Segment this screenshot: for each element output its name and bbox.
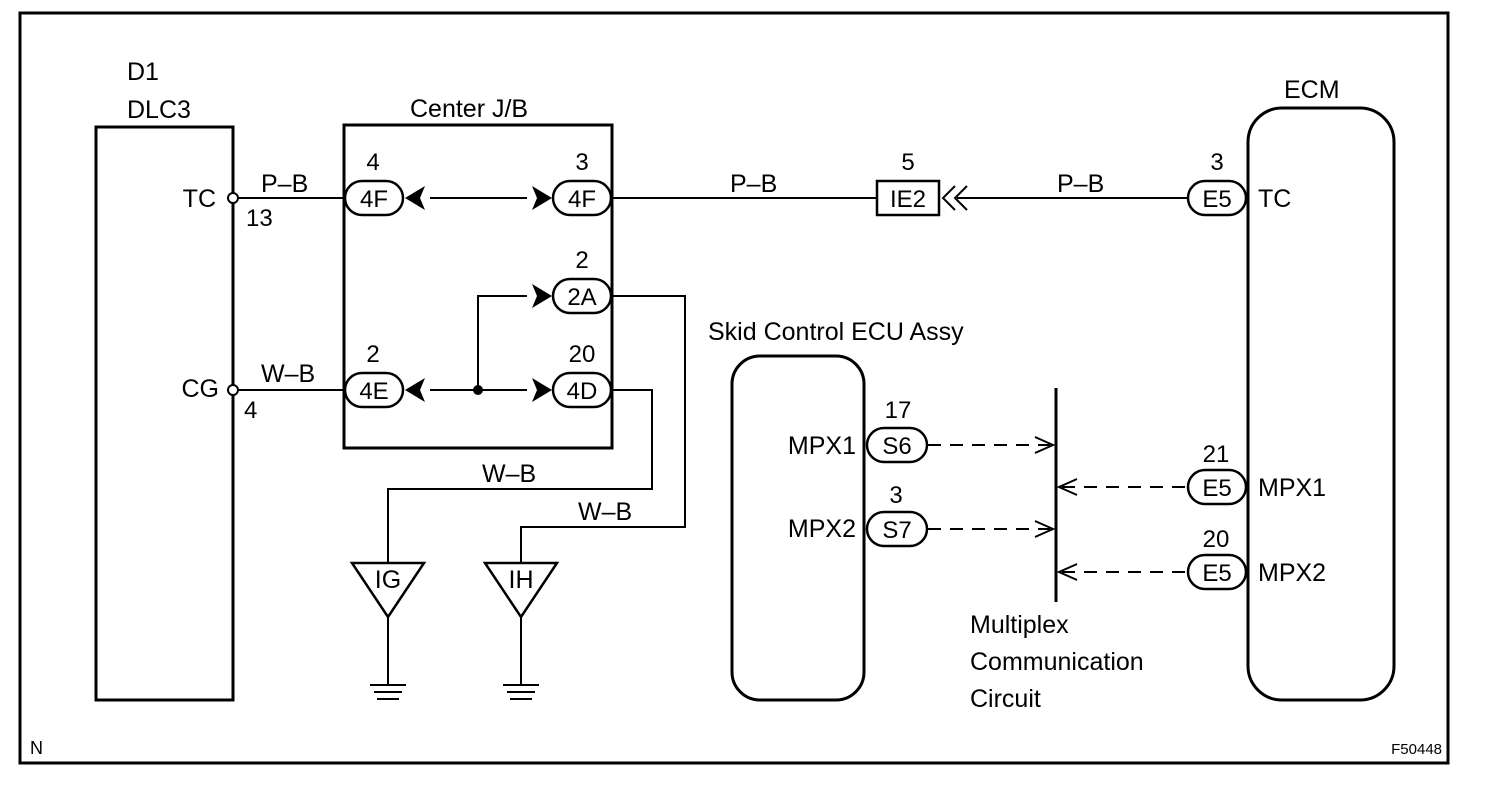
wire-label-pb-3: P–B xyxy=(1057,170,1104,198)
connector-pin-number: 20 xyxy=(1203,526,1230,553)
connector-pill xyxy=(865,510,929,548)
ecm-box xyxy=(1246,106,1396,702)
connector-pill xyxy=(865,426,929,464)
corner-mark-left: N xyxy=(30,738,43,758)
connector-code: 2A xyxy=(567,284,596,311)
multiplex-label-line2: Communication xyxy=(970,648,1144,676)
figure-id: F50448 xyxy=(1391,741,1442,758)
connector-code: 4D xyxy=(567,378,598,405)
connector-code: 4E xyxy=(359,378,388,405)
ecm-connector-mpx2: 20 E5 xyxy=(1186,526,1248,591)
skid-ecu-mpx2-label: MPX2 xyxy=(788,515,856,543)
connector-code: S6 xyxy=(882,433,911,460)
jb-arrow-2a xyxy=(532,284,552,308)
skid-ecu-box xyxy=(730,354,866,702)
jb-connector-4f-left: 4 4F xyxy=(343,149,405,217)
dlc3-cg-terminal xyxy=(227,384,239,396)
connector-pill xyxy=(551,371,613,409)
connector-code: S7 xyxy=(882,517,911,544)
wire-label-wb-2: W–B xyxy=(482,460,536,488)
connector-pin-number: 3 xyxy=(889,482,902,509)
ecm-mpx2-label: MPX2 xyxy=(1258,559,1326,587)
jb-connector-4f-right: 3 4F xyxy=(551,149,613,217)
connector-pill xyxy=(1186,468,1248,506)
jb-internal-branch xyxy=(477,295,527,390)
center-jb-title: Center J/B xyxy=(410,95,528,123)
wire-label-wb-3: W–B xyxy=(578,498,632,526)
wire-label-pb-1: P–B xyxy=(261,170,308,198)
ecm-connector-mpx1: 21 E5 xyxy=(1186,441,1248,506)
dlc3-cg-label: CG xyxy=(182,375,220,403)
connector-pin-number: 2 xyxy=(366,341,379,368)
jb-arrow-tc-right xyxy=(532,186,552,210)
wire-label-pb-2: P–B xyxy=(730,170,777,198)
arrow-ecm-mpx1-bus xyxy=(1056,478,1078,496)
ecm-title: ECM xyxy=(1284,76,1340,104)
connector-pill xyxy=(551,179,613,217)
junction-pin-number: 5 xyxy=(901,149,914,176)
connector-code: E5 xyxy=(1202,186,1231,213)
ground-label: IH xyxy=(509,566,534,594)
connector-code: 4F xyxy=(360,186,388,213)
connector-code: E5 xyxy=(1202,475,1231,502)
jb-arrow-cg-left xyxy=(405,378,425,402)
dlc3-box xyxy=(94,125,235,702)
ie2-chevron-2 xyxy=(953,185,968,211)
connector-pill xyxy=(1186,553,1248,591)
jb-connector-4e: 2 4E xyxy=(343,341,405,409)
dlc3-tc-label: TC xyxy=(183,185,216,213)
jb-arrow-tc-left xyxy=(405,186,425,210)
skid-connector-s6: 17 S6 xyxy=(865,397,929,464)
wire-2a-ground-ih xyxy=(520,295,686,563)
ie2-chevron-1 xyxy=(941,185,956,211)
ecm-mpx1-label: MPX1 xyxy=(1258,474,1326,502)
junction-ie2: 5 IE2 xyxy=(875,149,941,217)
junction-code: IE2 xyxy=(890,186,926,213)
jb-splice-dot xyxy=(473,385,483,395)
ecm-tc-label: TC xyxy=(1258,185,1291,213)
jb-connector-4d: 20 4D xyxy=(551,341,613,409)
arrow-s7-bus xyxy=(1034,520,1056,538)
ground-label: IG xyxy=(375,566,401,594)
connector-pill xyxy=(1186,179,1248,217)
connector-pin-number: 3 xyxy=(1210,149,1223,176)
connector-pin-number: 20 xyxy=(569,341,596,368)
skid-ecu-title: Skid Control ECU Assy xyxy=(708,318,964,346)
dlc3-tc-terminal xyxy=(227,192,239,204)
arrow-s6-bus xyxy=(1034,436,1056,454)
connector-pin-number: 3 xyxy=(575,149,588,176)
dlc3-cg-pin: 4 xyxy=(244,397,257,424)
arrow-ecm-mpx2-bus xyxy=(1056,563,1078,581)
connector-pill xyxy=(551,277,613,315)
wire-label-wb-1: W–B xyxy=(261,360,315,388)
connector-pin-number: 4 xyxy=(366,149,379,176)
connector-pin-number: 17 xyxy=(885,397,912,424)
jb-arrow-4d xyxy=(532,378,552,402)
skid-ecu-mpx1-label: MPX1 xyxy=(788,432,856,460)
ecm-connector-tc: 3 E5 xyxy=(1186,149,1248,217)
jb-connector-2a: 2 2A xyxy=(551,247,613,315)
connector-pill xyxy=(343,179,405,217)
skid-connector-s7: 3 S7 xyxy=(865,482,929,548)
ground-triangle xyxy=(349,561,427,620)
connector-pill xyxy=(343,371,405,409)
dlc3-ref: D1 xyxy=(127,58,159,86)
ground-ig: IG xyxy=(349,561,427,700)
diagram-frame xyxy=(18,11,1450,765)
connector-code: 4F xyxy=(568,186,596,213)
wire-4d-ground-ig xyxy=(387,389,653,563)
connector-pin-number: 21 xyxy=(1203,441,1230,468)
ground-triangle xyxy=(482,561,560,620)
junction-box xyxy=(875,179,941,217)
connector-pin-number: 2 xyxy=(575,247,588,274)
dlc3-name: DLC3 xyxy=(127,96,191,124)
dlc3-tc-pin: 13 xyxy=(246,205,273,232)
ground-ih: IH xyxy=(482,561,560,700)
multiplex-label-line3: Circuit xyxy=(970,685,1041,713)
multiplex-label-line1: Multiplex xyxy=(970,611,1069,639)
connector-code: E5 xyxy=(1202,560,1231,587)
